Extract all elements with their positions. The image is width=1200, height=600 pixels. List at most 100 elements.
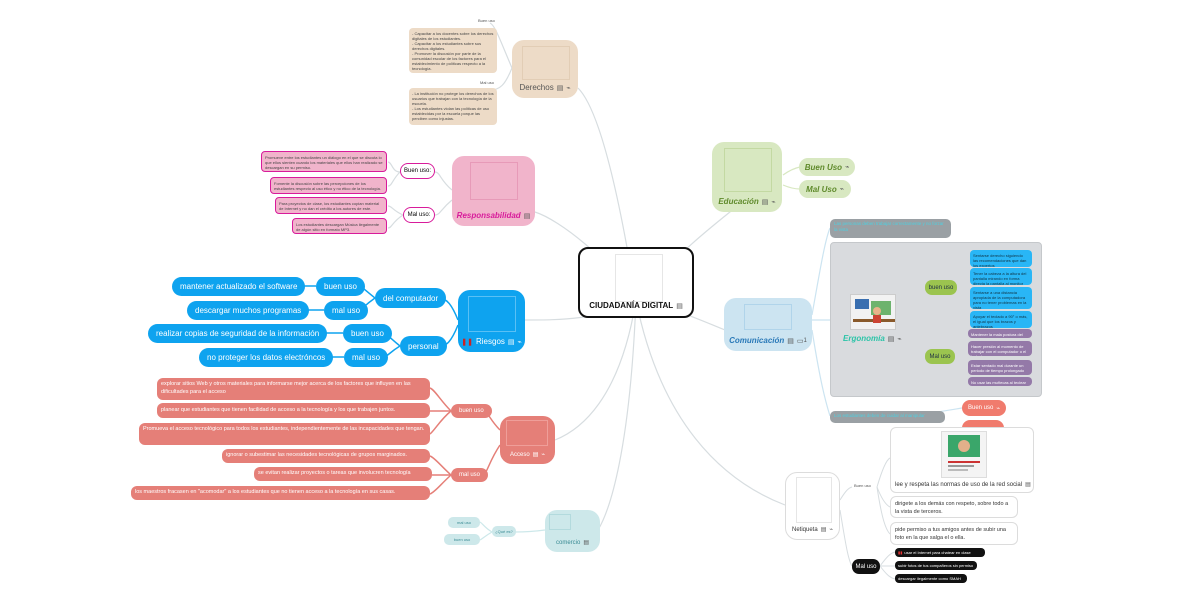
riesgos-leaf-label: realizar copias de seguridad de la infor… xyxy=(156,329,320,338)
riesgos-mal-uso[interactable]: mal uso xyxy=(344,348,389,367)
topic-comercio[interactable]: comercio ▤ xyxy=(545,510,600,552)
educacion-buen-uso[interactable]: Buen Uso ⌁ xyxy=(799,158,855,176)
acceso-item[interactable]: Promueva el acceso tecnológico para todo… xyxy=(139,423,430,445)
riesgos-leaf[interactable]: no proteger los datos electróncos xyxy=(199,348,334,367)
acceso-item[interactable]: se evitan realizar proyectos o tareas qu… xyxy=(254,467,432,481)
comunicacion-buen-uso[interactable]: Buen uso ⌁ xyxy=(962,400,1006,416)
link-icon: ⌁ xyxy=(897,335,902,343)
derechos-mal-uso-note: - La institución no protege los derechos… xyxy=(409,88,497,125)
comment-icon: ▭ xyxy=(796,337,804,345)
educacion-mal-uso[interactable]: Mal Uso ⌁ xyxy=(799,180,851,198)
warning-icon: ▮▮ xyxy=(898,550,903,555)
riesgos-buen-uso[interactable]: buen uso xyxy=(343,324,392,343)
acceso-item[interactable]: explorar sitios Web y otros materiales p… xyxy=(157,378,430,400)
social-post-image xyxy=(941,431,987,478)
ergonomia-mal-item: Mantener la mala postura del cuerpo xyxy=(968,329,1032,338)
acceso-buen-uso-label: buen uso xyxy=(459,408,484,414)
netiqueta-mal-item-label: usar el Internet para chatear en clase xyxy=(904,550,971,555)
derechos-image xyxy=(522,46,570,80)
riesgos-mal-uso[interactable]: mal uso xyxy=(324,301,369,320)
riesgos-personal[interactable]: personal xyxy=(400,336,447,356)
responsabilidad-buen-uso-label: Buen uso: xyxy=(403,168,432,174)
netiqueta-image xyxy=(796,477,832,523)
acceso-image xyxy=(506,420,548,446)
riesgos-leaf[interactable]: realizar copias de seguridad de la infor… xyxy=(148,324,328,343)
netiqueta-mal-item[interactable]: descargar ilegalmente como SMAH xyxy=(895,574,967,583)
topic-riesgos[interactable]: ❚❚ Riesgos ▤ ⌁ xyxy=(458,290,525,352)
netiqueta-buen-item[interactable]: pide permiso a tus amigos antes de subir… xyxy=(890,522,1018,545)
netiqueta-buen-item-label: lee y respeta las normas de uso de la re… xyxy=(895,481,1023,488)
educacion-buen-uso-label: Buen Uso xyxy=(804,162,843,172)
acceso-item[interactable]: ignorar o subestimar las necesidades tec… xyxy=(222,449,430,463)
comunicacion-bottom-note[interactable]: Los estudiantes deben de cuidar al manip… xyxy=(830,411,945,423)
riesgos-mal-uso-label: mal uso xyxy=(352,353,381,362)
note-icon: ▤ xyxy=(761,198,769,206)
responsabilidad-buen-uso[interactable]: Buen uso: xyxy=(400,163,435,179)
acceso-mal-uso[interactable]: mal uso xyxy=(451,468,489,482)
topic-comunicacion[interactable]: Comunicación ▤ ▭ 1 xyxy=(724,298,812,351)
comercio-que-es[interactable]: ¿Qué es? xyxy=(492,526,516,537)
netiqueta-buen-item-label: dirigete a los demás con respeto, sobre … xyxy=(895,501,1009,515)
acceso-item[interactable]: los maestros fracasen en "acomodar" a lo… xyxy=(131,486,430,500)
comunicacion-bottom-note-label: Los estudiantes deben de cuidar al manip… xyxy=(834,413,925,418)
responsabilidad-item: Fomente la discusión sobre las percepcio… xyxy=(270,177,387,194)
responsabilidad-label: Responsabilidad xyxy=(456,211,521,220)
comunicacion-image xyxy=(744,304,792,330)
riesgos-leaf-label: no proteger los datos electróncos xyxy=(207,353,326,362)
netiqueta-mal-item[interactable]: subir fotos de tus compañeros sin permis… xyxy=(895,561,977,570)
educacion-label: Educación xyxy=(718,197,759,206)
ergonomia-mal-item: No usar las muñecas al teclear con el mo… xyxy=(968,377,1032,386)
derechos-label: Derechos xyxy=(519,83,554,92)
responsabilidad-image xyxy=(470,162,518,200)
acceso-buen-uso[interactable]: buen uso xyxy=(451,404,492,418)
riesgos-del-computador[interactable]: del computador xyxy=(375,288,447,308)
netiqueta-buen-uso[interactable]: Buen uso xyxy=(854,483,871,488)
comercio-buen-uso[interactable]: buen uso xyxy=(444,534,480,545)
netiqueta-buen-item[interactable]: lee y respeta las normas de uso de la re… xyxy=(890,427,1034,493)
central-image xyxy=(615,254,663,302)
topic-derechos[interactable]: Derechos ▤ ⌁ xyxy=(512,40,578,98)
riesgos-mal-uso-label: mal uso xyxy=(332,306,361,315)
topic-acceso[interactable]: Acceso ▤ ⌁ xyxy=(500,416,555,464)
link-icon: ⌁ xyxy=(996,405,1000,412)
topic-responsabilidad[interactable]: Responsabilidad ▤ xyxy=(452,156,535,226)
riesgos-label: Riesgos xyxy=(475,337,505,346)
social-post-illustration xyxy=(948,435,980,471)
ergonomia-buen-item: Apoyar el teclado a 90° o más, el igual … xyxy=(970,311,1032,328)
ergonomia-mal-uso[interactable]: Mal uso xyxy=(925,349,955,364)
topic-educacion[interactable]: Educación ▤ ⌁ xyxy=(712,142,782,212)
ergonomia-buen-item: Sentarse derecho siguiendo las recomenda… xyxy=(970,250,1032,267)
ergonomia-topic[interactable]: Ergonomía ▤ ⌁ xyxy=(843,334,902,343)
educacion-image xyxy=(724,148,772,192)
acceso-label: Acceso xyxy=(510,451,530,458)
comercio-mal-uso[interactable]: mal uso xyxy=(448,517,480,528)
ergonomia-image xyxy=(850,294,896,330)
riesgos-leaf[interactable]: mantener actualizado el software xyxy=(172,277,306,296)
note-icon: ▤ xyxy=(820,527,827,533)
riesgos-buen-uso[interactable]: buen uso xyxy=(316,277,365,296)
riesgos-del-computador-label: del computador xyxy=(383,293,439,303)
comercio-label: comercio xyxy=(555,539,581,546)
central-topic[interactable]: CIUDADANÍA DIGITAL ▤ xyxy=(578,247,694,318)
responsabilidad-mal-uso[interactable]: Mal uso: xyxy=(403,207,435,223)
topic-netiqueta[interactable]: Netiqueta ▤ ⌁ xyxy=(785,472,840,540)
note-icon: ▤ xyxy=(676,302,683,310)
riesgos-leaf[interactable]: descargar muchos programas xyxy=(187,301,310,320)
acceso-item-label: Promueva el acceso tecnológico para todo… xyxy=(143,426,425,432)
educacion-mal-uso-label: Mal Uso xyxy=(806,184,837,194)
netiqueta-mal-item[interactable]: ▮▮ usar el Internet para chatear en clas… xyxy=(895,548,985,557)
riesgos-buen-uso-label: buen uso xyxy=(324,282,357,291)
comunicacion-label: Comunicación xyxy=(729,336,785,345)
comercio-que-es-label: ¿Qué es? xyxy=(495,529,513,534)
netiqueta-buen-item-label: pide permiso a tus amigos antes de subir… xyxy=(895,527,1006,541)
note-icon: ▤ xyxy=(787,337,794,345)
ergonomia-buen-uso[interactable]: buen uso xyxy=(925,280,957,295)
acceso-item[interactable]: planear que estudiantes que tienen facil… xyxy=(157,403,430,418)
comunicacion-top-note[interactable]: Las personas deben trabajar correctament… xyxy=(830,219,951,238)
netiqueta-mal-uso[interactable]: Mal uso xyxy=(852,559,880,574)
link-icon: ⌁ xyxy=(517,338,522,346)
netiqueta-buen-item[interactable]: dirigete a los demás con respeto, sobre … xyxy=(890,496,1018,518)
comercio-mal-uso-label: mal uso xyxy=(456,520,471,525)
comercio-image xyxy=(549,514,571,530)
netiqueta-mal-uso-label: Mal uso xyxy=(855,563,877,570)
